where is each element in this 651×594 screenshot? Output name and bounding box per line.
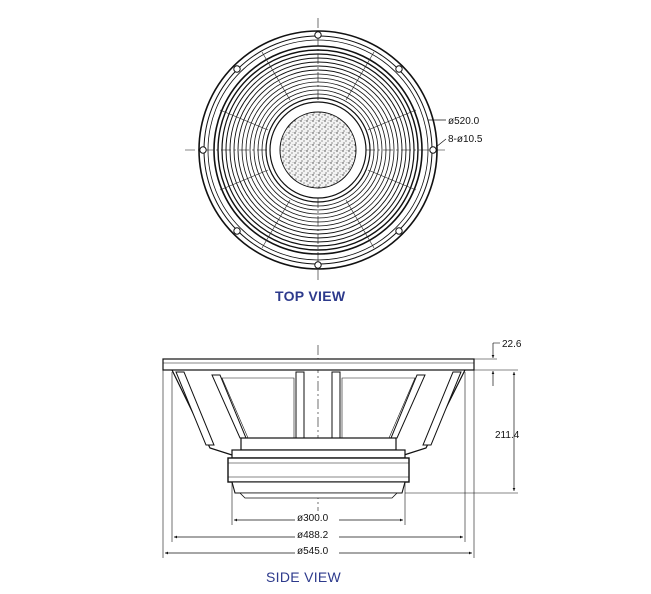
cone-rings (213, 45, 423, 255)
basket-arm-right-inner (390, 374, 426, 439)
dim-overall-diameter: ø545.0 (297, 546, 329, 557)
dim-magnet-label-bg (295, 511, 339, 523)
dim-mounting-holes: 8-ø10.5 (448, 134, 483, 145)
dim-cutout-label-bg (295, 528, 339, 540)
mounting-holes (199, 31, 437, 269)
magnet-body (227, 457, 410, 483)
basket-left-outer (171, 369, 233, 456)
dim-baffle-cutout: ø488.2 (297, 530, 329, 541)
basket-arm-right (422, 371, 462, 446)
pole-vent (239, 492, 398, 499)
frame-outer-ring (198, 30, 438, 270)
top-view: ø520.0 8-ø10.5 (185, 18, 483, 283)
basket-right-outer (403, 369, 466, 456)
top-view-title: TOP VIEW (275, 288, 346, 304)
dim-outer-diameter: ø520.0 (448, 116, 480, 127)
leader-mounting-holes (435, 138, 447, 148)
magnet (231, 449, 406, 459)
mounting-flange (162, 358, 475, 371)
dim-magnet-diameter: ø300.0 (297, 513, 329, 524)
dim-depth: 211.4 (495, 430, 520, 441)
back-plate (231, 481, 406, 494)
basket-arm-center-right (331, 371, 341, 439)
gasket-ring (207, 39, 429, 261)
side-view-title: SIDE VIEW (266, 569, 342, 585)
basket-arm-left (175, 371, 215, 446)
dust-cap (279, 111, 357, 189)
basket-arm-center-left (295, 371, 305, 439)
dim-flange-thickness: 22.6 (502, 339, 522, 350)
side-view: 22.6 211.4 ø300.0 ø488.2 ø545.0 (162, 339, 522, 558)
dim-overall-label-bg (295, 544, 339, 556)
frame-spokes (219, 51, 417, 249)
top-plate (240, 437, 397, 451)
